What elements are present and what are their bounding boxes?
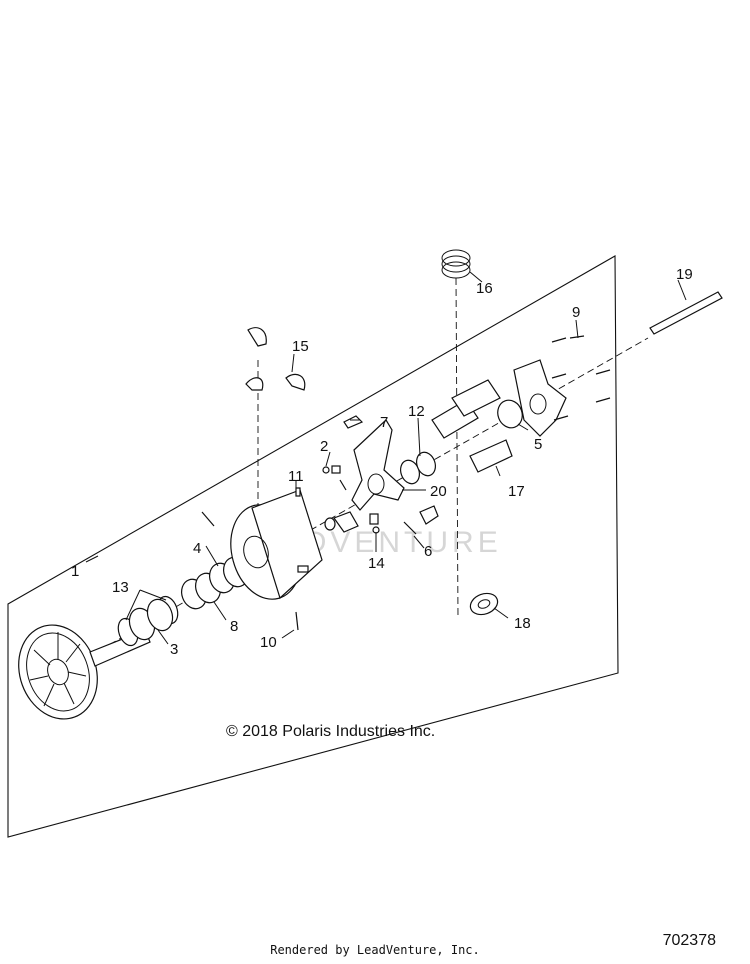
diagram-id: 702378: [662, 932, 716, 949]
assembly-frame: [7, 255, 619, 838]
pin-6: [403, 521, 417, 535]
callout-13: 13: [112, 579, 129, 596]
callout-7: 7: [380, 414, 388, 431]
screw-11: [295, 487, 301, 497]
washer-18: [469, 592, 499, 616]
guide-line-spring: [455, 277, 459, 619]
spring-16: [441, 249, 471, 279]
bushing-3: [128, 598, 174, 641]
bolts-9: [551, 335, 611, 421]
callout-15: 15: [292, 338, 309, 355]
parts-14: [324, 511, 380, 534]
bolt-19: [649, 291, 723, 335]
callout-10: 10: [260, 634, 277, 651]
bushing-12: [399, 451, 437, 485]
callout-12: 12: [408, 403, 425, 420]
callout-16: 16: [476, 280, 493, 297]
weights-15: [245, 327, 306, 391]
pin-10: [295, 611, 299, 631]
pin-upper: [201, 511, 215, 527]
callout-11: 11: [288, 468, 304, 485]
housing-5: [497, 359, 567, 437]
rendered-by-text: Rendered by LeadVenture, Inc.: [270, 943, 480, 957]
callout-20: 20: [430, 483, 447, 500]
callout-14: 14: [368, 555, 385, 572]
callout-1: 1: [71, 563, 79, 580]
callout-4: 4: [193, 540, 201, 557]
clip-6: [419, 505, 439, 525]
callout-8: 8: [230, 618, 238, 635]
callout-18: 18: [514, 615, 531, 632]
callout-5: 5: [534, 436, 542, 453]
callout-17: 17: [508, 483, 525, 500]
covers-17: [431, 379, 513, 473]
leader-lines: [85, 271, 687, 645]
copyright-text: © 2018 Polaris Industries Inc.: [226, 723, 435, 740]
callout-2: 2: [320, 438, 328, 455]
callouts: 1 2 3 4 5 6 7 8 9 10 11 12 13 14 15 16 1…: [71, 266, 693, 658]
clip-7: [343, 415, 364, 429]
callout-3: 3: [170, 641, 178, 658]
rollers-2: [322, 465, 347, 491]
callout-19: 19: [676, 266, 693, 283]
movable-sheave: [230, 489, 323, 600]
callout-9: 9: [572, 304, 580, 321]
callout-6: 6: [424, 543, 432, 560]
spider-20: [351, 419, 405, 511]
